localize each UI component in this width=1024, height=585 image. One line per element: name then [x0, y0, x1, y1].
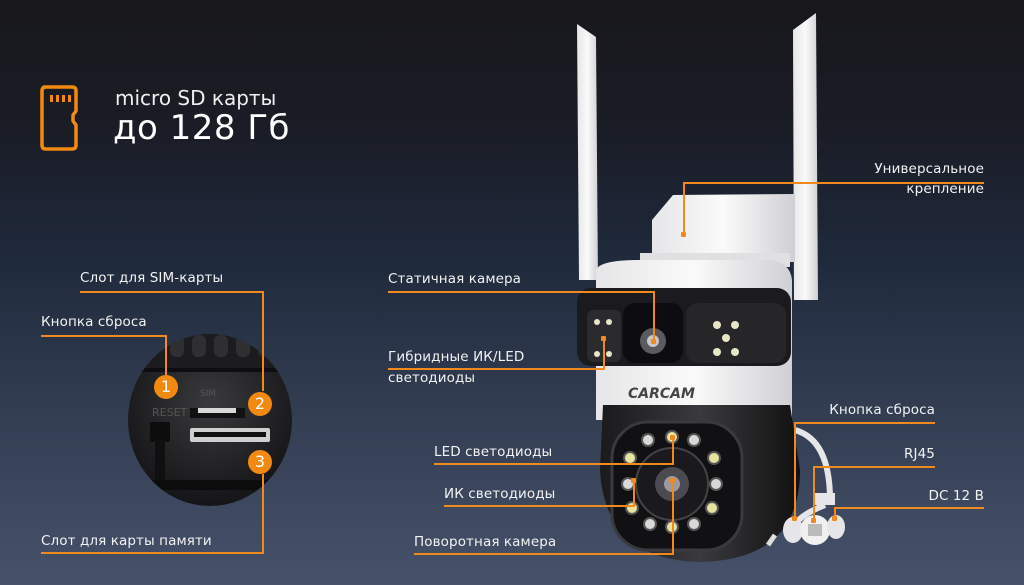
leader-hybrid-v: [603, 338, 605, 370]
badge-1: 1: [154, 375, 178, 399]
label-mount-2: крепление: [906, 181, 984, 197]
leader-static-camera-v: [653, 291, 655, 341]
label-led: LED светодиоды: [434, 444, 553, 460]
leader-ir: [444, 505, 635, 507]
leader-ir-v: [633, 480, 635, 507]
badge-2: 2: [248, 392, 272, 416]
label-dc: DC 12 В: [928, 488, 984, 504]
leader-dc-v: [834, 507, 836, 518]
svg-text:RESET: RESET: [152, 406, 188, 419]
point-rj45: [811, 518, 816, 523]
leader-mount: [683, 182, 984, 184]
label-reset-closeup: Кнопка сброса: [41, 314, 147, 330]
camera-image: CARCAM: [577, 13, 845, 562]
label-sim-slot: Слот для SIM-карты: [80, 270, 224, 286]
label-static-camera: Статичная камера: [388, 271, 522, 287]
label-rj45: RJ45: [904, 446, 935, 462]
micro-sd-card-icon: [40, 85, 78, 151]
leader-mount-v: [683, 182, 685, 234]
svg-text:CARCAM: CARCAM: [628, 386, 695, 402]
label-hybrid-1: Гибридные ИК/LED: [388, 349, 525, 365]
leader-rj45-v: [813, 466, 815, 520]
leader-reset-cable: [794, 422, 935, 424]
leader-reset-cable-v: [794, 422, 796, 518]
label-ptz: Поворотная камера: [414, 534, 557, 550]
leader-ptz-v: [672, 480, 674, 555]
point-hybrid: [601, 336, 606, 341]
point-mount: [681, 232, 686, 237]
leader-ptz: [414, 553, 674, 555]
leader-memory-slot: [41, 552, 264, 554]
leader-led: [434, 463, 674, 465]
point-ptz: [670, 478, 675, 483]
leader-memory-slot-v: [262, 474, 264, 553]
leader-sim-slot-v: [262, 291, 264, 391]
point-ir: [631, 478, 636, 483]
point-led: [670, 435, 675, 440]
label-ir: ИК светодиоды: [444, 486, 556, 502]
leader-hybrid: [388, 368, 604, 370]
label-mount-1: Универсальное: [874, 161, 984, 177]
sd-capacity: до 128 Гб: [113, 108, 291, 148]
leader-reset-closeup-v: [165, 335, 167, 375]
point-dc: [832, 516, 837, 521]
closeup-image: RESET SIM: [128, 334, 292, 506]
label-memory-slot: Слот для карты памяти: [41, 533, 212, 549]
leader-dc: [834, 507, 984, 509]
leader-sim-slot: [80, 291, 264, 293]
point-static-camera: [651, 339, 656, 344]
point-reset-cable: [792, 516, 797, 521]
badge-3: 3: [248, 450, 272, 474]
leader-reset-closeup: [41, 335, 167, 337]
label-hybrid-2: светодиоды: [388, 370, 476, 386]
svg-text:SIM: SIM: [200, 389, 216, 399]
leader-static-camera: [388, 291, 654, 293]
sd-title: micro SD карты: [115, 86, 277, 110]
leader-rj45: [813, 466, 935, 468]
label-reset-cable: Кнопка сброса: [829, 402, 935, 418]
leader-led-v: [672, 437, 674, 465]
